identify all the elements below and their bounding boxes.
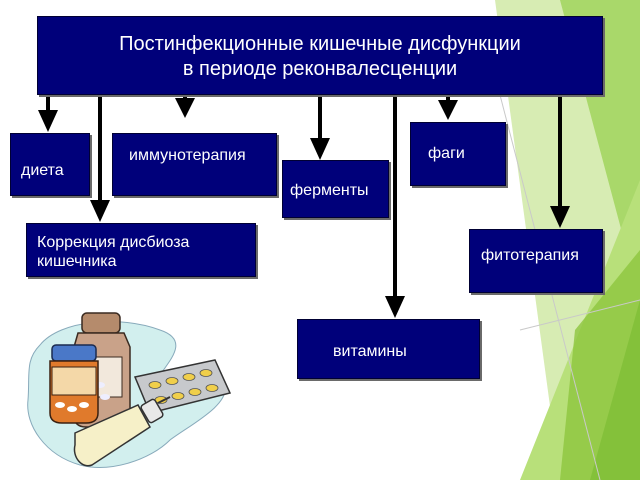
pill-bottle-icon	[49, 344, 99, 424]
arrow-to-enzymes	[310, 95, 330, 160]
dysbiosis-label-line-1: Коррекция дисбиоза	[37, 234, 190, 251]
enzymes-label: ферменты	[290, 182, 369, 199]
arrow-to-dieta	[38, 95, 58, 132]
ointment-tube-icon	[73, 396, 171, 467]
dysbiosis-label-line-2: кишечника	[37, 253, 117, 270]
arrow-to-phages	[438, 95, 458, 120]
arrow-to-immunotherapy	[175, 95, 195, 118]
dysbiosis-box: Коррекция дисбиоза кишечника	[26, 223, 256, 277]
vitamins-label: витамины	[333, 343, 407, 360]
phages-label: фаги	[428, 145, 465, 162]
phytotherapy-box: фитотерапия	[469, 229, 603, 293]
dieta-label: диета	[21, 162, 64, 179]
phages-box: фаги	[410, 122, 506, 186]
title-box: Постинфекционные кишечные дисфункции в п…	[37, 16, 603, 95]
title-line-2: в периоде реконвалесценции	[182, 58, 458, 80]
bg-green-shape-low	[560, 250, 640, 480]
medicine-bottles-clipart	[27, 312, 232, 468]
immunotherapy-box: иммунотерапия	[112, 133, 277, 196]
title-line-1: Постинфекционные кишечные дисфункции	[119, 33, 521, 55]
arrow-to-dysbiosis	[90, 95, 110, 222]
phytotherapy-label: фитотерапия	[481, 247, 579, 264]
vitamins-box: витамины	[297, 319, 480, 379]
bg-grey-line-2	[519, 299, 640, 331]
enzymes-box: ферменты	[282, 160, 389, 218]
blister-pack-icon	[133, 359, 232, 414]
dieta-box: диета	[10, 133, 90, 196]
arrow-to-vitamins	[385, 95, 405, 318]
arrow-to-phytotherapy	[550, 95, 570, 228]
immunotherapy-label: иммунотерапия	[129, 147, 246, 164]
